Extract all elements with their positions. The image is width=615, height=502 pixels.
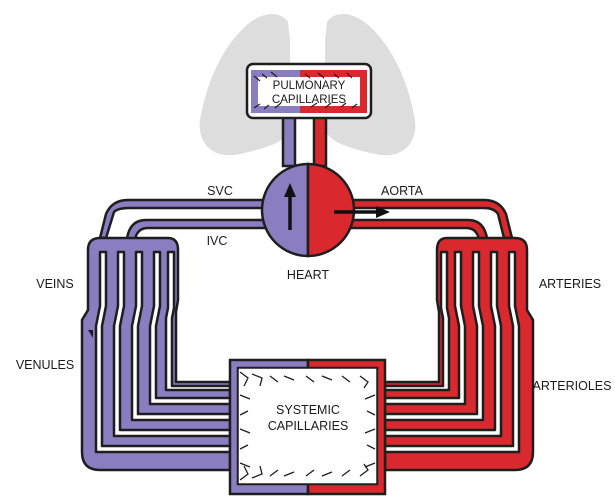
- label-aorta: AORTA: [381, 184, 424, 198]
- label-ivc: IVC: [207, 234, 228, 248]
- pulmonary-capillaries: PULMONARY CAPILLARIES: [245, 62, 373, 168]
- label-heart: HEART: [287, 268, 330, 282]
- pulmonary-vein: [312, 114, 328, 168]
- arterial-network: [340, 198, 535, 472]
- label-arterioles: ARTERIOLES: [533, 379, 612, 393]
- pulmonary-artery: [281, 114, 297, 168]
- label-veins: VEINS: [36, 277, 74, 291]
- systemic-label-line2: CAPILLARIES: [268, 419, 349, 433]
- pulmonary-label-line1: PULMONARY: [273, 80, 346, 92]
- left-lung: [199, 13, 290, 156]
- pulmonary-label-line2: CAPILLARIES: [272, 94, 346, 106]
- up-arrow-icon: [284, 183, 296, 230]
- right-arrow-icon: [334, 206, 390, 218]
- systemic-capillaries: SYSTEMIC CAPILLARIES: [228, 358, 387, 496]
- heart: [260, 162, 390, 258]
- label-svc: SVC: [207, 184, 233, 198]
- systemic-label-line1: SYSTEMIC: [276, 403, 340, 417]
- label-venules: VENULES: [16, 358, 74, 372]
- label-arteries: ARTERIES: [539, 277, 601, 291]
